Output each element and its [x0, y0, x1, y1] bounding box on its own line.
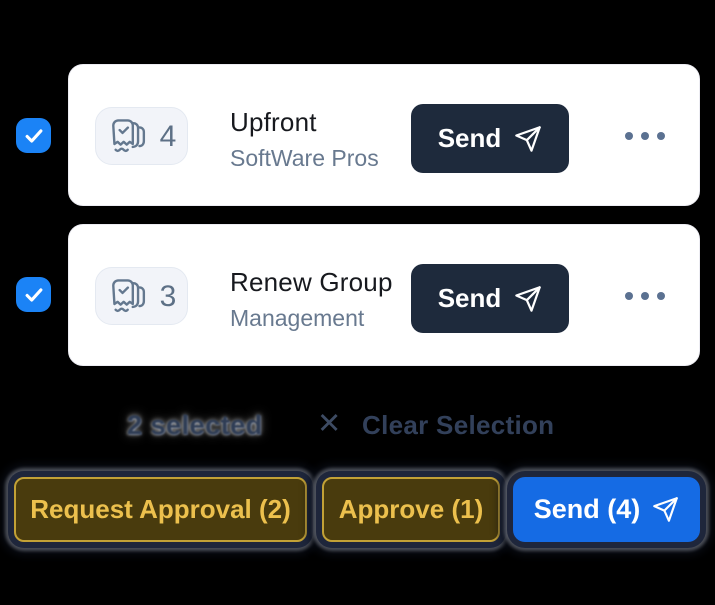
- ellipsis-icon: [657, 292, 665, 300]
- receipt-stack-icon: [107, 276, 151, 316]
- paper-plane-icon: [514, 285, 542, 313]
- card-subtitle: Management: [230, 305, 365, 331]
- paper-plane-icon: [514, 125, 542, 153]
- more-options-button[interactable]: [617, 283, 673, 309]
- approve-button[interactable]: Approve (1): [322, 477, 500, 542]
- selected-count-label: 2 selected: [127, 410, 263, 440]
- card-text: Upfront SoftWare Pros: [230, 107, 410, 172]
- row-checkbox[interactable]: [16, 118, 51, 153]
- document-card: 3 Renew Group Management Send: [68, 224, 700, 366]
- document-count: 4: [159, 120, 177, 153]
- card-text: Renew Group Management: [230, 267, 410, 332]
- card-subtitle: SoftWare Pros: [230, 145, 379, 171]
- row-checkbox[interactable]: [16, 277, 51, 312]
- more-options-button[interactable]: [617, 123, 673, 149]
- send-button[interactable]: Send: [411, 104, 569, 173]
- ellipsis-icon: [641, 132, 649, 140]
- ellipsis-icon: [625, 292, 633, 300]
- document-card: 4 Upfront SoftWare Pros Send: [68, 64, 700, 206]
- ellipsis-icon: [657, 132, 665, 140]
- close-icon[interactable]: ✕: [317, 408, 342, 440]
- send-all-label: Send (4): [533, 494, 641, 524]
- checkmark-icon: [23, 284, 45, 306]
- card-title: Upfront: [230, 107, 317, 137]
- document-count-badge: 3: [95, 267, 188, 325]
- send-button-label: Send: [437, 283, 502, 313]
- send-all-button[interactable]: Send (4): [513, 477, 700, 542]
- clear-selection-button[interactable]: Clear Selection: [362, 410, 555, 440]
- receipt-stack-icon: [107, 116, 151, 156]
- document-count: 3: [159, 280, 177, 313]
- document-count-badge: 4: [95, 107, 188, 165]
- paper-plane-icon: [652, 496, 679, 523]
- send-button-label: Send: [437, 123, 502, 153]
- checkmark-icon: [23, 125, 45, 147]
- card-title: Renew Group: [230, 267, 393, 297]
- send-button[interactable]: Send: [411, 264, 569, 333]
- ellipsis-icon: [625, 132, 633, 140]
- ellipsis-icon: [641, 292, 649, 300]
- request-approval-button[interactable]: Request Approval (2): [14, 477, 307, 542]
